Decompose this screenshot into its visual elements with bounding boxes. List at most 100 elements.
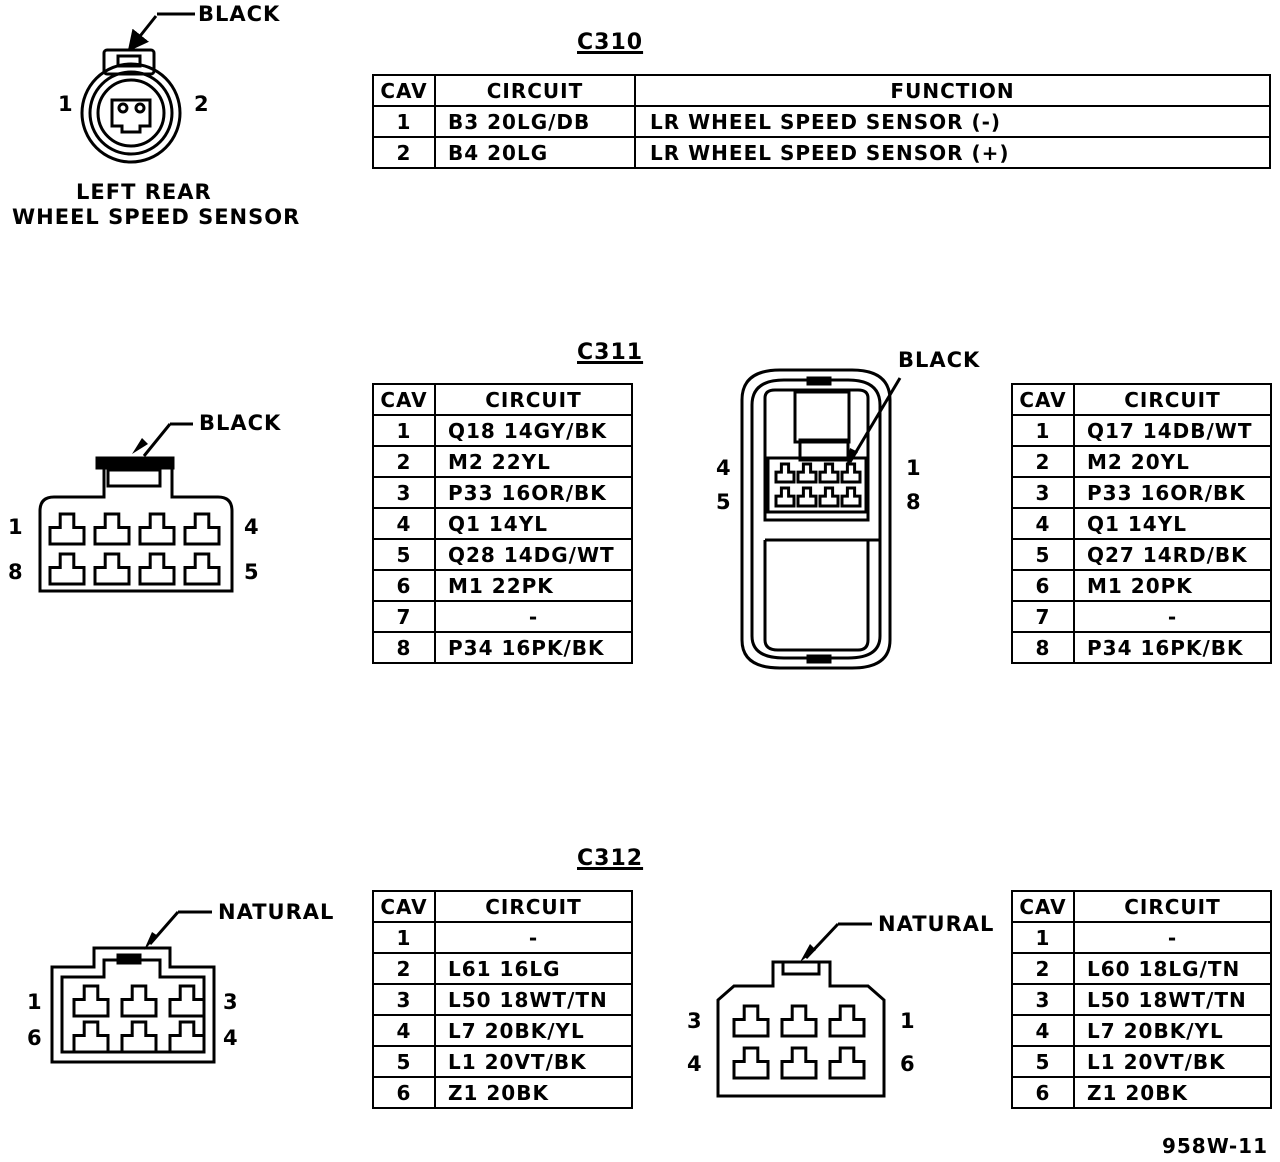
c312-left-header-cav: CAV [372, 890, 436, 923]
terminal-cavity-icon [828, 1004, 866, 1038]
c311-right-pin-l1: 4 [716, 456, 732, 480]
terminal-cavity-icon [732, 1046, 770, 1080]
terminal-cavity-icon [183, 512, 221, 546]
cav-cell: 5 [372, 1045, 436, 1078]
circuit-cell: L50 18WT/TN [434, 983, 633, 1016]
c311-left-header-circuit: CIRCUIT [434, 383, 633, 416]
c311-right-header-cav: CAV [1011, 383, 1075, 416]
c312-left-color-label: NATURAL [218, 900, 335, 924]
cav-cell: 4 [1011, 1014, 1075, 1047]
cav-cell: 2 [372, 445, 436, 478]
circuit-cell: L7 20BK/YL [1073, 1014, 1272, 1047]
c311-right-cavities [774, 462, 862, 508]
circuit-cell: L50 18WT/TN [1073, 983, 1272, 1016]
cav-cell: 4 [1011, 507, 1075, 540]
c310-header-circuit: CIRCUIT [434, 74, 636, 107]
terminal-cavity-icon [732, 1004, 770, 1038]
c310-title: C310 [577, 30, 644, 55]
terminal-cavity-icon [48, 552, 86, 586]
cav-cell: 3 [1011, 983, 1075, 1016]
figure-code: 958W-11 [1161, 1134, 1268, 1158]
cav-cell: 3 [372, 983, 436, 1016]
c312-left-pin-bl: 6 [27, 1026, 43, 1050]
terminal-cavity-icon [168, 1020, 206, 1054]
c311-left-cavities [48, 512, 221, 586]
circuit-cell: - [1073, 921, 1272, 954]
circuit-cell: P33 16OR/BK [1073, 476, 1272, 509]
circuit-cell: Z1 20BK [434, 1076, 633, 1109]
cav-cell: 4 [372, 507, 436, 540]
sensor-name-line1: LEFT REAR [76, 180, 212, 204]
c312-left-header-circuit: CIRCUIT [434, 890, 633, 923]
c310-table: CAV CIRCUIT FUNCTION 1 B3 20LG/DB LR WHE… [372, 74, 1271, 169]
cav-cell: 3 [1011, 476, 1075, 509]
function-cell: LR WHEEL SPEED SENSOR (+) [634, 136, 1271, 169]
c310-header-function: FUNCTION [634, 74, 1271, 107]
terminal-cavity-icon [780, 1004, 818, 1038]
circuit-cell: P33 16OR/BK [434, 476, 633, 509]
c312-title: C312 [577, 846, 644, 871]
c311-left-header-cav: CAV [372, 383, 436, 416]
sensor-name-line2: WHEEL SPEED SENSOR [12, 205, 301, 229]
terminal-cavity-icon [138, 512, 176, 546]
c311-left-pin-tr: 4 [244, 515, 260, 539]
circuit-cell: Q27 14RD/BK [1073, 538, 1272, 571]
circuit-cell: B3 20LG/DB [434, 105, 636, 138]
c312-left-pin-tl: 1 [27, 990, 43, 1014]
terminal-cavity-icon [120, 1020, 158, 1054]
terminal-cavity-icon [774, 486, 796, 508]
circuit-cell: - [434, 921, 633, 954]
circuit-cell: Z1 20BK [1073, 1076, 1272, 1109]
circuit-cell: Q1 14YL [434, 507, 633, 540]
cav-cell: 1 [372, 414, 436, 447]
c311-right-pin-r2: 8 [906, 490, 922, 514]
cav-cell: 8 [372, 631, 436, 664]
circuit-cell: P34 16PK/BK [434, 631, 633, 664]
circuit-cell: P34 16PK/BK [1073, 631, 1272, 664]
c311-left-pin-tl: 1 [8, 515, 24, 539]
terminal-cavity-icon [93, 552, 131, 586]
circuit-cell: Q17 14DB/WT [1073, 414, 1272, 447]
c311-right-pin-r1: 1 [906, 456, 922, 480]
circuit-cell: B4 20LG [434, 136, 636, 169]
cav-cell: 3 [372, 476, 436, 509]
circuit-cell: L60 18LG/TN [1073, 952, 1272, 985]
terminal-cavity-icon [774, 462, 796, 484]
terminal-cavity-icon [72, 1020, 110, 1054]
c312-left-pin-br: 4 [223, 1026, 239, 1050]
terminal-cavity-icon [138, 552, 176, 586]
cav-cell: 1 [372, 105, 436, 138]
cav-cell: 5 [1011, 1045, 1075, 1078]
c312-left-pin-tr: 3 [223, 990, 239, 1014]
table-row: 7- [1011, 600, 1272, 633]
cav-cell: 2 [1011, 952, 1075, 985]
terminal-cavity-icon [780, 1046, 818, 1080]
circuit-cell: Q18 14GY/BK [434, 414, 633, 447]
c312-right-header-circuit: CIRCUIT [1073, 890, 1272, 923]
c311-right-header-circuit: CIRCUIT [1073, 383, 1272, 416]
c311-right-pin-l2: 5 [716, 490, 732, 514]
c310-header-cav: CAV [372, 74, 436, 107]
cav-cell: 7 [1011, 600, 1075, 633]
terminal-cavity-icon [168, 984, 206, 1018]
cav-cell: 6 [372, 569, 436, 602]
table-row: 1- [1011, 921, 1272, 954]
terminal-cavity-icon [840, 486, 862, 508]
terminal-cavity-icon [48, 512, 86, 546]
c312-left-cavities [72, 984, 206, 1054]
